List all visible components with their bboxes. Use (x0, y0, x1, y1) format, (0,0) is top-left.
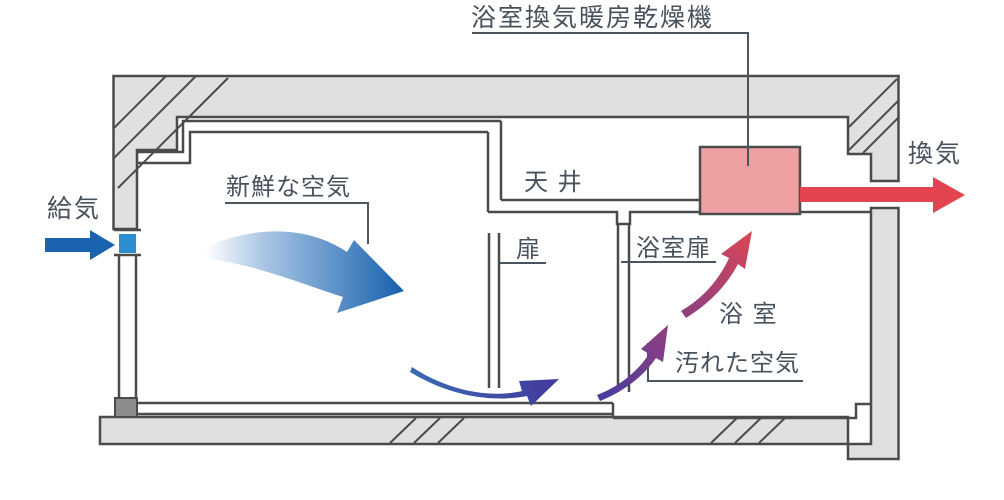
structure-walls (98, 74, 900, 461)
interior-doors (487, 224, 631, 392)
hatching (113, 75, 900, 444)
door-label: 扉 (516, 235, 541, 263)
bathroom-airflow-arrow-2 (681, 231, 752, 318)
bathroom-label: 浴 室 (719, 300, 778, 328)
supply-label: 給気 (47, 194, 102, 223)
supply-arrow (45, 230, 115, 260)
bathroom-door-label: 浴室扉 (636, 234, 711, 262)
exhaust-arrow (800, 177, 965, 213)
fresh-air-label: 新鮮な空気 (226, 173, 351, 201)
ventilation-unit (698, 145, 802, 216)
foundation-block (114, 397, 138, 418)
exhaust-label: 換気 (908, 139, 963, 168)
dirty-air-label: 汚れた空気 (675, 349, 800, 377)
under-door-arrow (410, 367, 559, 406)
unit-title-label: 浴室換気暖房乾燥機 (471, 3, 715, 32)
fresh-air-arrow (206, 231, 404, 313)
left-wall-lower (114, 228, 141, 398)
bathroom-airflow-arrow-1 (597, 325, 668, 401)
ceiling-label: 天 井 (524, 168, 583, 196)
supply-vent (119, 234, 136, 253)
